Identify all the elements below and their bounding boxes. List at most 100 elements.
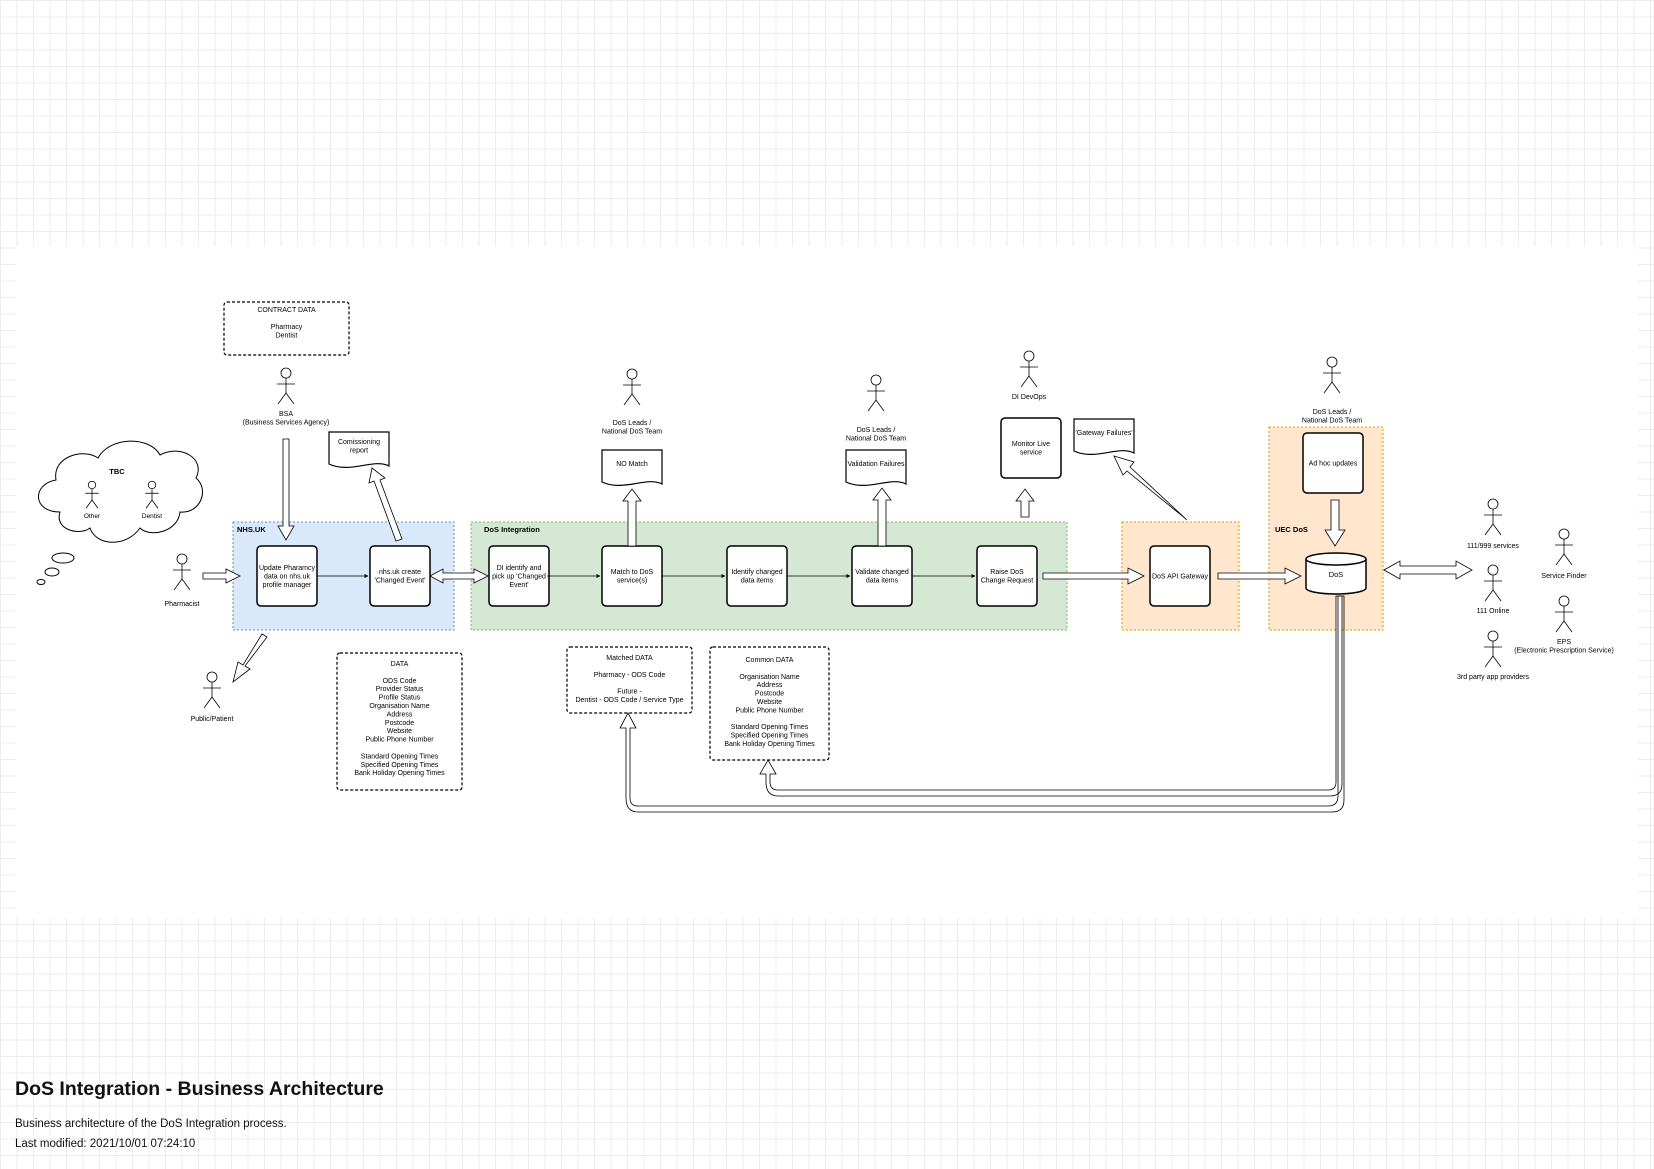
- actor-public: Public/Patient: [191, 671, 234, 723]
- note-line: Dentist - ODS Code / Service Type: [575, 697, 683, 704]
- text-line: DI identify and: [497, 565, 542, 572]
- note-line: Profile Status: [379, 695, 421, 702]
- note-line: Specified Opening Times: [361, 762, 439, 769]
- text-line: Comissioning: [338, 439, 380, 446]
- dos-database: DoS: [1305, 552, 1367, 595]
- actor-third-party: 3rd party app providers: [1457, 630, 1529, 681]
- document-label: Validation Failures: [847, 461, 905, 468]
- process-ad-hoc: Ad hoc updates: [1302, 432, 1364, 494]
- note-line: ODS Code: [383, 678, 417, 685]
- document-label: NO Match: [616, 461, 648, 468]
- process-identify-changed: Identify changed data items: [726, 545, 788, 607]
- note-line: Dentist: [276, 333, 298, 340]
- note-line: Organisation Name: [739, 674, 799, 681]
- note-line: Public Phone Number: [735, 707, 804, 714]
- text-line: data items: [866, 578, 899, 585]
- note-line: Postcode: [755, 691, 784, 698]
- note-line: Specified Opening Times: [731, 733, 809, 740]
- actor-dos-leads-1: DoS Leads / National DoS Team: [602, 368, 662, 436]
- text-line: Ad hoc updates: [1309, 460, 1358, 467]
- note-line: DATA: [391, 661, 409, 668]
- last-modified: Last modified: 2021/10/01 07:24:10: [15, 1138, 196, 1150]
- cloud-actor-dentist: Dentist: [142, 480, 162, 520]
- dos-database-label: DoS: [1329, 570, 1344, 579]
- text-line: Update Pharamcy: [259, 565, 316, 572]
- region-uec-dos-label: UEC DoS: [1275, 525, 1308, 534]
- note-line: CONTRACT DATA: [257, 307, 316, 314]
- text-line: data on nhs.uk: [264, 573, 310, 580]
- note-line: Public Phone Number: [365, 737, 434, 744]
- actor-label: DI DevOps: [1012, 394, 1047, 401]
- note-line: Standard Opening Times: [731, 724, 809, 731]
- actor-label: Pharmacist: [164, 601, 199, 608]
- note-line: Bank Holiday Opening Times: [724, 741, 815, 748]
- process-match-dos: Match to DoS service(s): [601, 545, 663, 607]
- note-line: Address: [387, 711, 413, 718]
- document-validation-failures: Validation Failures: [845, 449, 907, 486]
- actor-pharmacist: Pharmacist: [164, 553, 200, 608]
- actor-dos-leads-3: DoS Leads / National DoS Team: [1302, 356, 1362, 425]
- actor-label: DoS Leads /: [613, 420, 652, 427]
- note-line: Provider Status: [376, 686, 424, 693]
- block-arrows: [202, 438, 1473, 813]
- actor-service-finder: Service Finder: [1541, 528, 1587, 580]
- actor-label: (Electronic Prescription Service): [1514, 648, 1614, 655]
- note-line: Matched DATA: [606, 655, 653, 662]
- actor-label: National DoS Team: [846, 436, 906, 443]
- actor-label: 3rd party app providers: [1457, 674, 1529, 681]
- text-line: Change Request: [981, 578, 1034, 585]
- tbc-label: TBC: [109, 467, 125, 476]
- architecture-diagram: NHS.UK DoS Integration UEC DoS TBC Other…: [36, 301, 1614, 813]
- actor-label: EPS: [1557, 639, 1571, 646]
- text-line: profile manager: [263, 582, 312, 589]
- page-title: DoS Integration - Business Architecture: [15, 1078, 384, 1100]
- document-no-match: NO Match: [601, 449, 663, 486]
- text-line: nhs.uk create: [379, 569, 421, 576]
- actor-label: BSA: [279, 411, 293, 418]
- document-gateway-failures: 'Gateway Failures': [1073, 418, 1135, 455]
- region-nhsuk-label: NHS.UK: [237, 525, 266, 534]
- actor-label: DoS Leads /: [1313, 409, 1352, 416]
- cloud-actor-label: Dentist: [142, 513, 162, 520]
- actor-label: National DoS Team: [1302, 418, 1362, 425]
- text-line: service(s): [617, 578, 647, 585]
- actor-label: Public/Patient: [191, 716, 234, 723]
- actor-bsa: BSA (Business Services Agency): [243, 367, 330, 427]
- note-line: Pharmacy: [271, 324, 303, 331]
- cloud-actor-other: Other: [84, 480, 101, 520]
- actor-label: DoS Leads /: [857, 427, 896, 434]
- actor-services-111999: 111/999 services: [1467, 498, 1519, 550]
- diagram-canvas: NHS.UK DoS Integration UEC DoS TBC Other…: [16, 246, 1638, 918]
- region-dos-integration-label: DoS Integration: [484, 525, 540, 534]
- actor-online-111: 111 Online: [1477, 564, 1510, 615]
- actor-label: National DoS Team: [602, 429, 662, 436]
- text-line: DoS API Gateway: [1152, 573, 1209, 580]
- note-common-data: Common DATA Organisation NameAddressPostc…: [709, 646, 830, 761]
- actor-label: (Business Services Agency): [243, 420, 330, 427]
- note-line: Future -: [617, 689, 642, 696]
- actor-di-devops: DI DevOps: [1012, 350, 1047, 401]
- text-line: Validate changed: [855, 569, 909, 576]
- document-label: 'Gateway Failures': [1075, 430, 1132, 437]
- text-line: Identify changed: [731, 569, 782, 576]
- note-line: Common DATA: [746, 657, 794, 664]
- note-line: Organisation Name: [369, 703, 429, 710]
- cloud-actor-label: Other: [84, 513, 101, 520]
- note-line: Bank Holiday Opening Times: [354, 770, 445, 777]
- note-line: Address: [757, 682, 783, 689]
- process-validate-changed: Validate changed data items: [851, 545, 913, 607]
- actor-label: 111/999 services: [1467, 543, 1519, 550]
- text-line: data items: [741, 578, 774, 585]
- note-line: Postcode: [385, 720, 414, 727]
- process-dos-api-gateway: DoS API Gateway: [1149, 545, 1211, 607]
- actor-eps: EPS (Electronic Prescription Service): [1514, 595, 1614, 655]
- text-line: Match to DoS: [611, 569, 654, 576]
- actor-label: Service Finder: [1541, 573, 1587, 580]
- note-line: Standard Opening Times: [361, 753, 439, 760]
